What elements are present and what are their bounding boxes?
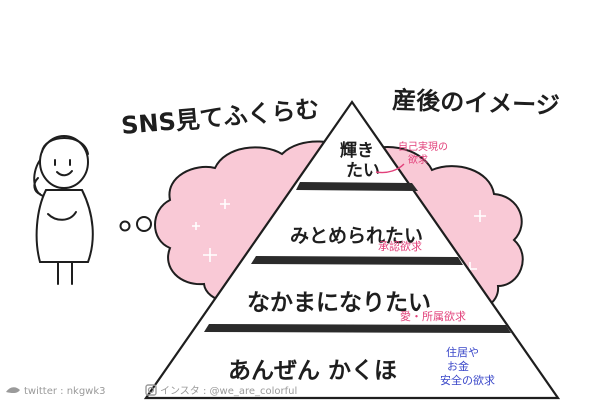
- level-2-note: 承認欲求: [378, 239, 422, 253]
- dress: [35, 189, 94, 263]
- bubble-dot-small: [119, 220, 131, 232]
- note-pointer: [375, 163, 405, 174]
- headline-right: 産後のイメージ: [392, 86, 560, 120]
- pyramid-band-2: [251, 256, 463, 265]
- instagram-lens: [147, 386, 155, 394]
- head: [39, 135, 89, 189]
- headline-left: SNS見てふくらむ: [120, 95, 320, 140]
- level-1-line-1: 輝き: [340, 141, 374, 161]
- hair: [41, 137, 89, 155]
- level-1-note-line-2: 欲求: [408, 153, 428, 166]
- level-4-label: あんぜん かくほ: [228, 358, 397, 384]
- arm: [47, 211, 77, 221]
- pyramid-band-1: [296, 182, 418, 191]
- level-1-note: 自己実現の 欲求: [398, 140, 451, 166]
- pyramid-band-3: [204, 324, 511, 333]
- ponytail: [33, 159, 45, 197]
- level-1-note-line-1: 自己実現の: [398, 140, 448, 153]
- eyes: [54, 159, 71, 166]
- level-1-label: 輝き たい: [340, 141, 380, 181]
- twitter-handle: twitter : nkgwk3: [24, 386, 106, 397]
- level-4-note-line-2: お金: [447, 359, 469, 373]
- instagram-icon: [145, 384, 157, 396]
- bubble-dot-large: [136, 216, 152, 232]
- level-4-note: 住居や お金 安全の欲求: [440, 345, 495, 387]
- twitter-bird-icon: [6, 387, 20, 394]
- level-1-line-2: たい: [346, 161, 380, 181]
- instagram-handle: インスタ : @we_are_colorful: [160, 385, 297, 397]
- level-3-note: 愛・所属欲求: [400, 309, 466, 323]
- footer-credits: twitter : nkgwk3 インスタ : @we_are_colorful: [6, 384, 297, 397]
- pyramid-outline: [143, 100, 561, 400]
- maslow-pyramid: [143, 100, 561, 400]
- sparkle-icons: [192, 199, 486, 276]
- smile: [56, 170, 73, 177]
- level-2-label: みとめられたい: [290, 225, 423, 247]
- level-4-note-line-1: 住居や: [446, 345, 479, 359]
- legs: [57, 261, 73, 285]
- pregnant-woman-figure: [33, 135, 94, 285]
- level-4-note-line-3: 安全の欲求: [440, 373, 495, 387]
- level-3-label: なかまになりたい: [247, 290, 431, 316]
